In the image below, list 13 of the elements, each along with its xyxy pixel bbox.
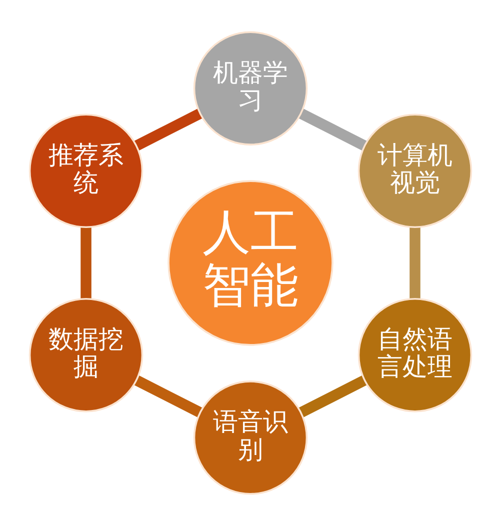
connector <box>134 108 202 150</box>
node-circle: 自然语言处理 <box>357 298 472 412</box>
connector <box>134 376 202 418</box>
node-circle: 数据挖掘 <box>28 298 143 412</box>
connector <box>298 108 367 151</box>
node-circle: 人工智能 <box>167 180 333 346</box>
connector <box>298 375 367 418</box>
node-circle: 语音识别 <box>192 380 308 495</box>
connector <box>80 227 91 299</box>
connector <box>409 227 420 299</box>
node-circle: 机器学习 <box>192 31 308 146</box>
node-circle: 计算机视觉 <box>357 114 472 228</box>
node-circle: 推荐系统 <box>28 114 143 228</box>
